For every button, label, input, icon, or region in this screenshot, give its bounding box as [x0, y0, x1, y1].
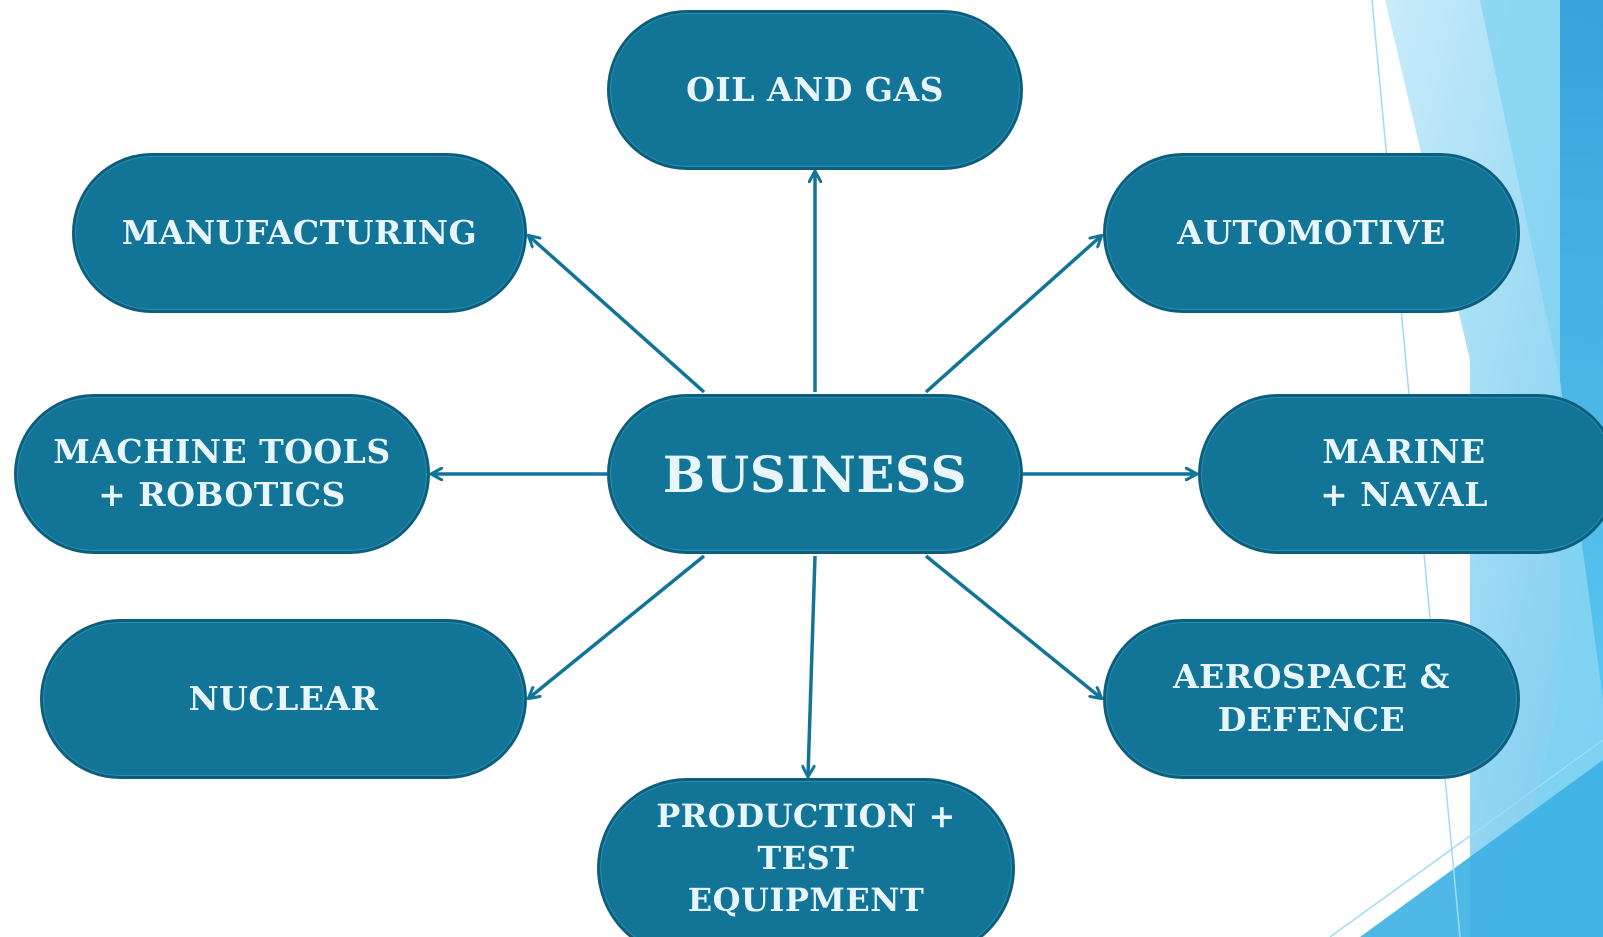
node-production-label: PRODUCTION + TEST EQUIPMENT	[656, 796, 956, 920]
node-business: BUSINESS	[607, 394, 1023, 554]
arrow-to-automotive	[924, 236, 1101, 394]
node-nuclear: NUCLEAR	[40, 619, 527, 779]
node-aerospace-label: AEROSPACE & DEFENCE	[1173, 657, 1450, 739]
node-manufacturing: MANUFACTURING	[72, 153, 527, 313]
arrow-to-nuclear	[529, 554, 706, 698]
node-automotive-label: AUTOMOTIVE	[1177, 212, 1446, 252]
node-nuclear-label: NUCLEAR	[188, 678, 379, 718]
bg-line-2	[1329, 739, 1603, 937]
node-oil-and-gas-label: OIL AND GAS	[686, 69, 944, 109]
bg-facet-bottom	[1360, 760, 1603, 937]
node-marine: MARINE + NAVAL	[1198, 394, 1603, 554]
node-business-label: BUSINESS	[662, 444, 968, 504]
node-aerospace: AEROSPACE & DEFENCE	[1103, 619, 1520, 779]
node-production: PRODUCTION + TEST EQUIPMENT	[597, 778, 1015, 937]
arrow-to-manufacturing	[529, 236, 706, 394]
arrow-to-aerospace	[924, 554, 1101, 698]
arrow-to-production	[808, 555, 817, 776]
node-automotive: AUTOMOTIVE	[1103, 153, 1520, 313]
node-machine-tools-label: MACHINE TOOLS + ROBOTICS	[53, 432, 391, 514]
node-manufacturing-label: MANUFACTURING	[121, 212, 478, 252]
node-marine-label: MARINE + NAVAL	[1320, 432, 1488, 514]
node-oil-and-gas: OIL AND GAS	[607, 10, 1023, 170]
node-machine-tools: MACHINE TOOLS + ROBOTICS	[14, 394, 430, 554]
